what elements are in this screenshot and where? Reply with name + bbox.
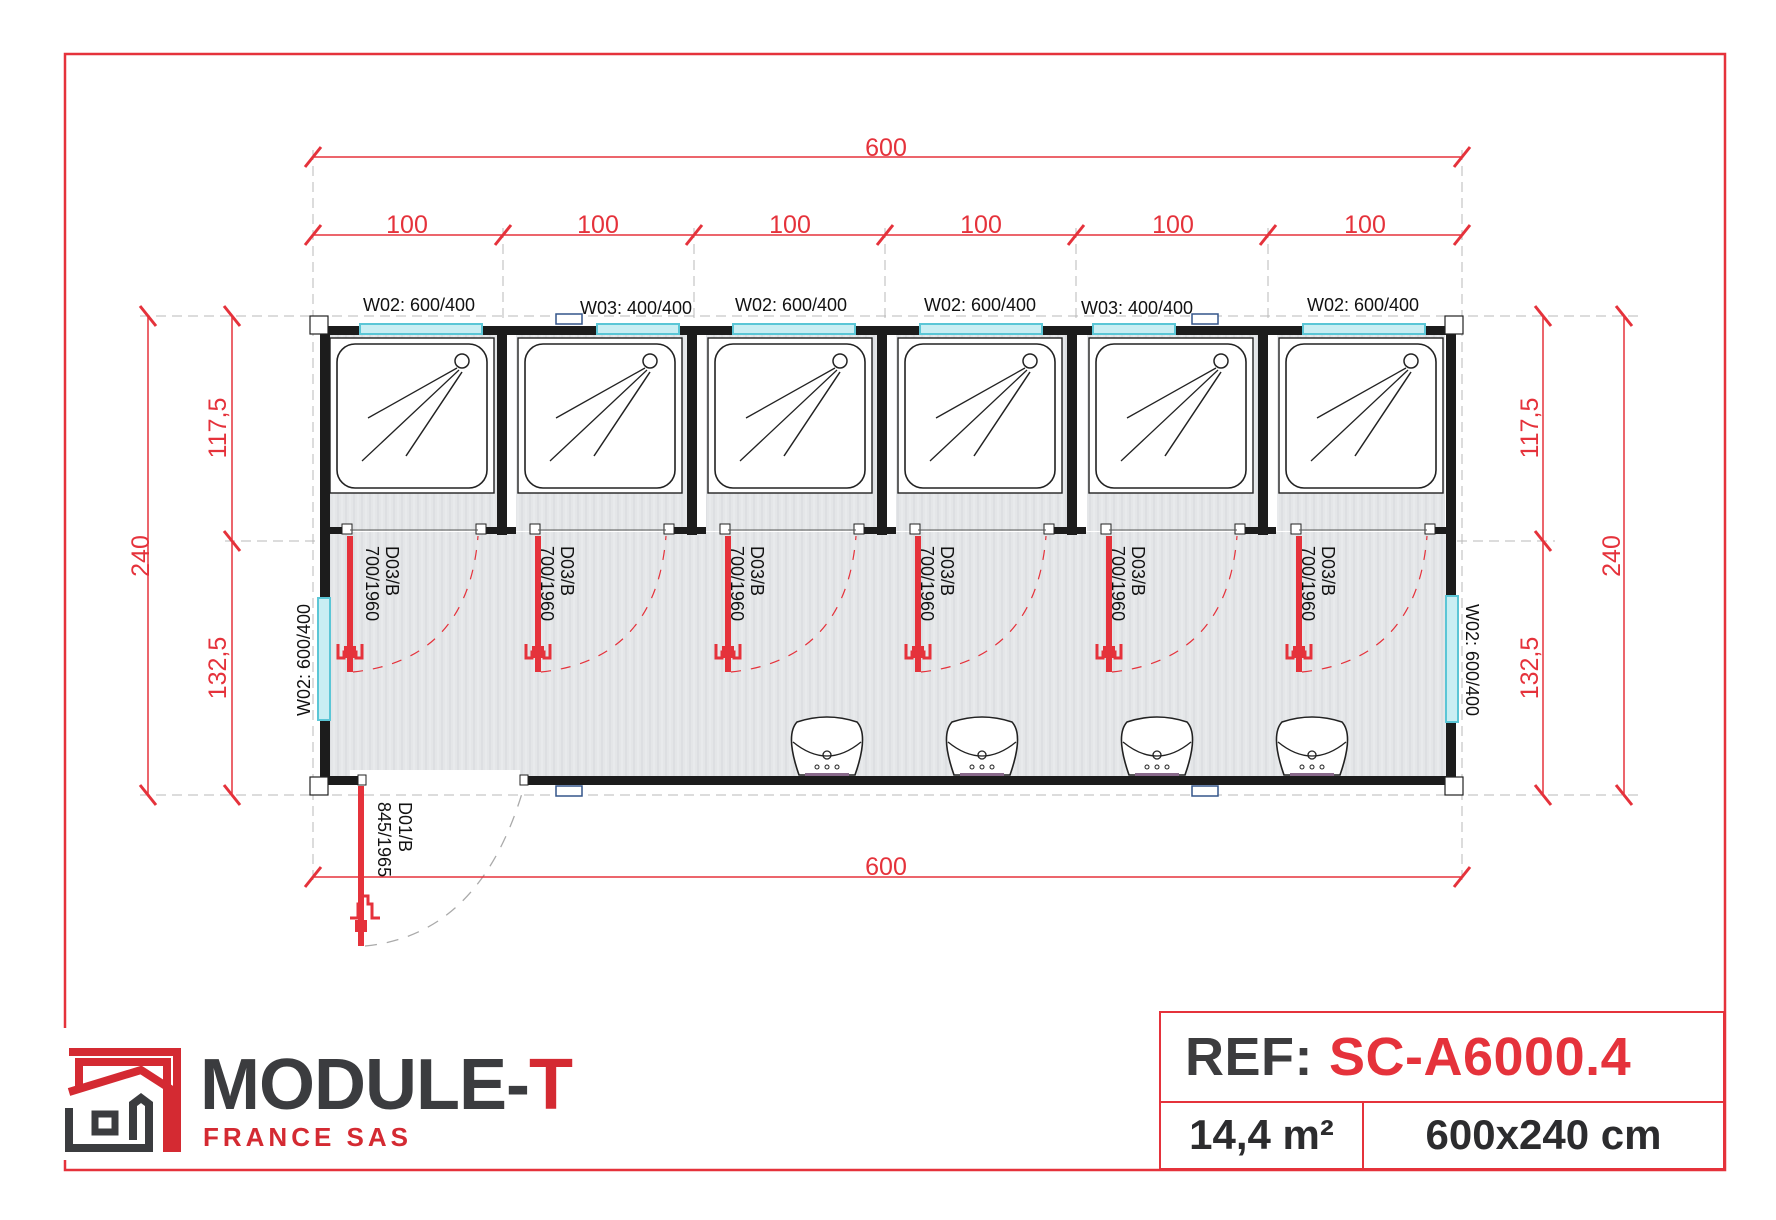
dim-top-seg-4: 100 [960, 211, 1002, 239]
area-value: 14,4 m² [1161, 1101, 1364, 1168]
house-logo-icon [65, 1048, 181, 1152]
ref-value: SC-A6000.4 [1328, 1027, 1632, 1087]
page-frame [63, 52, 1727, 1172]
door-code-4: D03/B [937, 546, 957, 596]
dim-top-seg-2: 100 [577, 211, 619, 239]
shower-tray-icon [707, 337, 873, 494]
door-code-2: D03/B [557, 546, 577, 596]
door-size-5: 700/1960 [1108, 546, 1128, 621]
dim-left-total: 240 [127, 535, 155, 577]
corridor-floor [328, 532, 1450, 777]
window-label-top-2: W03: 400/400 [580, 298, 692, 318]
entrance-door [350, 774, 529, 947]
sink-icon [945, 716, 1019, 776]
size-value: 600x240 cm [1425, 1110, 1662, 1158]
shower-trays [329, 337, 1444, 494]
door-size-3: 700/1960 [727, 546, 747, 621]
ref-label: REF: [1185, 1027, 1313, 1087]
corner-posts [309, 315, 1464, 796]
top-windows [359, 323, 1426, 335]
shower-tray-icon [1088, 337, 1254, 494]
vent-markers [555, 313, 1219, 797]
dim-top-seg-6: 100 [1344, 211, 1386, 239]
door-labels: D03/B 700/1960 D03/B 700/1960 D03/B 700/… [362, 546, 1338, 877]
window-label-top-3: W02: 600/400 [735, 295, 847, 315]
cubicle-door-icon [714, 523, 865, 673]
door-code-3: D03/B [747, 546, 767, 596]
company-logo: MODULE-T FRANCE SAS [65, 1045, 585, 1158]
logo-wordmark: MODULE-T [200, 1045, 573, 1125]
title-block: REF: SC-A6000.4 14,4 m² 600x240 cm [1159, 1011, 1725, 1170]
dim-bottom-total: 600 [865, 853, 907, 881]
window-label-left: W02: 600/400 [294, 604, 314, 716]
sinks [790, 716, 1349, 776]
dim-top-total: 600 [865, 134, 907, 162]
window-label-right: W02: 600/400 [1462, 604, 1482, 716]
door-code-6: D03/B [1318, 546, 1338, 596]
window-label-top-5: W03: 400/400 [1081, 298, 1193, 318]
shower-tray-icon [517, 337, 683, 494]
door-code-5: D03/B [1128, 546, 1148, 596]
cubicle-door-icon [1095, 523, 1246, 673]
door-size-4: 700/1960 [917, 546, 937, 621]
door-size-1: 700/1960 [362, 546, 382, 621]
dim-top-seg-5: 100 [1152, 211, 1194, 239]
entrance-door-code: D01/B [395, 802, 415, 852]
dim-right-total: 240 [1598, 535, 1626, 577]
sink-icon [1275, 716, 1349, 776]
dim-right-lower: 132,5 [1516, 637, 1544, 700]
window-label-top-6: W02: 600/400 [1307, 295, 1419, 315]
dim-left-lower: 132,5 [204, 637, 232, 700]
door-size-6: 700/1960 [1298, 546, 1318, 621]
cubicle-door-icon [524, 523, 675, 673]
entrance-threshold [350, 770, 520, 784]
shower-tray-icon [329, 337, 495, 494]
door-code-1: D03/B [382, 546, 402, 596]
shower-tray-icon [897, 337, 1063, 494]
cubicle-door-icon [336, 523, 487, 673]
logo-subtitle: FRANCE SAS [203, 1122, 413, 1152]
cubicle-door-icon [904, 523, 1055, 673]
shower-tray-icon [1278, 337, 1444, 494]
window-label-top-1: W02: 600/400 [363, 295, 475, 315]
dimension-ticks [138, 146, 1634, 888]
sink-icon [1120, 716, 1194, 776]
sink-icon [790, 716, 864, 776]
dim-top-seg-1: 100 [386, 211, 428, 239]
walls [320, 326, 1456, 785]
cubicle-doors [336, 523, 1436, 673]
cubicle-door-icon [1285, 523, 1436, 673]
dim-top-seg-3: 100 [769, 211, 811, 239]
entrance-door-size: 845/1965 [374, 802, 394, 877]
window-label-top-4: W02: 600/400 [924, 295, 1036, 315]
dim-right-upper: 117,5 [1516, 398, 1544, 459]
side-windows [317, 595, 1459, 723]
title-block-ref: REF: SC-A6000.4 [1161, 1013, 1723, 1103]
dim-left-upper: 117,5 [204, 398, 232, 459]
door-size-2: 700/1960 [537, 546, 557, 621]
